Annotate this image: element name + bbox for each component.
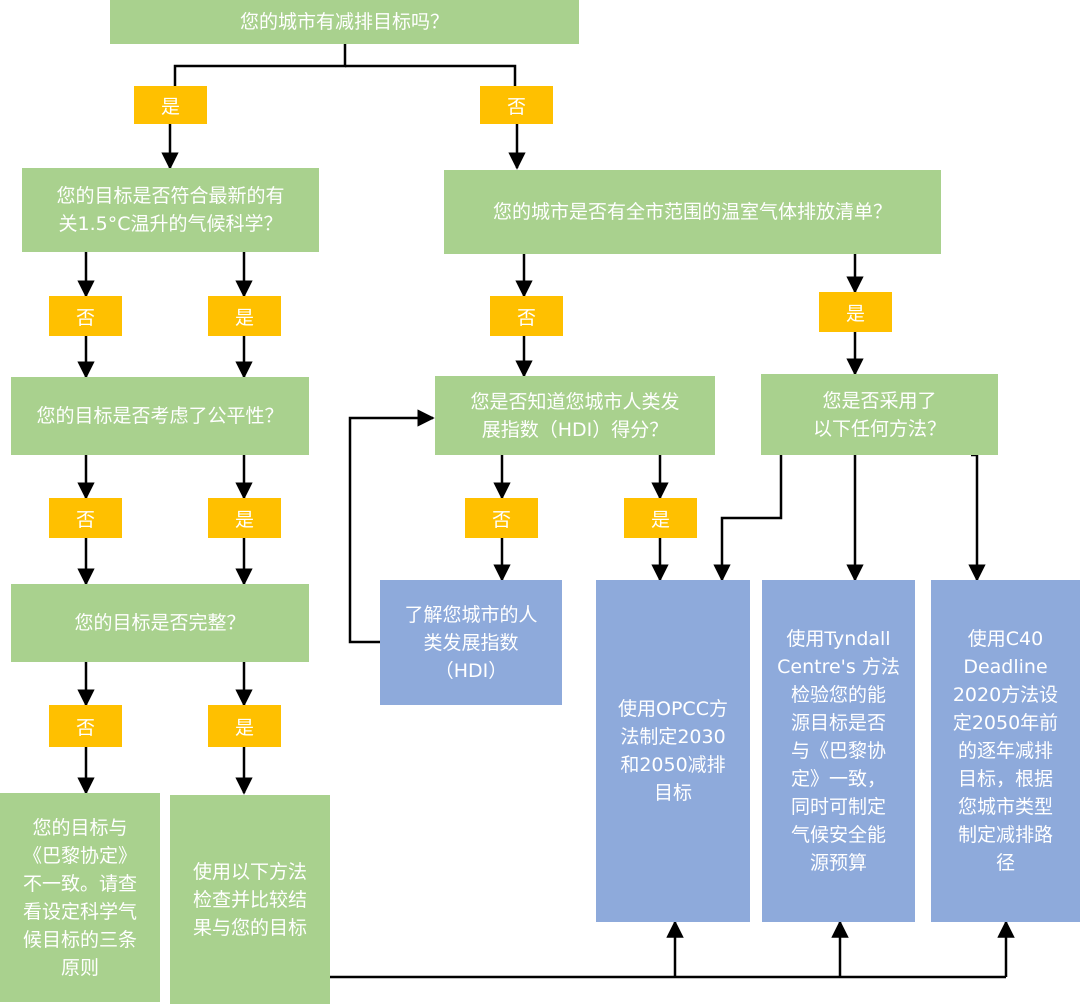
arrow-hdi-loop [348, 409, 435, 644]
label-yes: 是 [134, 86, 207, 124]
label-no: 否 [465, 498, 538, 538]
label-no: 否 [480, 86, 553, 124]
connector-top-split-right [345, 64, 517, 86]
result-opcc: 使用OPCC方 法制定2030 和2050减排 目标 [596, 580, 750, 922]
question-complete: 您的目标是否完整？ [11, 584, 309, 662]
label-yes: 是 [208, 296, 281, 336]
label-yes: 是 [208, 705, 281, 747]
connector-top-split [173, 44, 347, 86]
label-no: 否 [49, 296, 122, 336]
arrow-methods-c40 [968, 453, 986, 582]
label-no: 否 [490, 296, 563, 336]
result-learn-hdi: 了解您城市的人 类发展指数 （HDI） [380, 580, 562, 705]
question-hdi-score: 您是否知道您城市人类发 展指数（HDI）得分？ [435, 376, 715, 455]
result-inconsistent: 您的目标与 《巴黎协定》 不一致。请查 看设定科学气 候目标的三条 原则 [0, 793, 160, 1002]
question-reduction-target: 您的城市有减排目标吗？ [110, 0, 579, 44]
arrow-methods-opcc [713, 455, 783, 582]
label-yes: 是 [819, 292, 892, 332]
label-yes: 是 [208, 498, 281, 538]
result-c40: 使用C40 Deadline 2020方法设 定2050年前 的逐年减排 目标，… [931, 580, 1080, 922]
question-methods: 您是否采用了 以下任何方法？ [761, 374, 998, 455]
result-tyndall: 使用Tyndall Centre's 方法 检验您的能 源目标是否 与《巴黎协 … [762, 580, 915, 922]
question-equity: 您的目标是否考虑了公平性？ [11, 377, 309, 455]
label-no: 否 [49, 498, 122, 538]
result-compare: 使用以下方法 检查并比较结 果与您的目标 [170, 795, 330, 1004]
label-yes: 是 [624, 498, 697, 538]
question-ghg-inventory: 您的城市是否有全市范围的温室气体排放清单？ [444, 170, 941, 254]
question-latest-science: 您的目标是否符合最新的有 关1.5°C温升的气候科学？ [22, 168, 319, 252]
label-no: 否 [49, 705, 122, 747]
